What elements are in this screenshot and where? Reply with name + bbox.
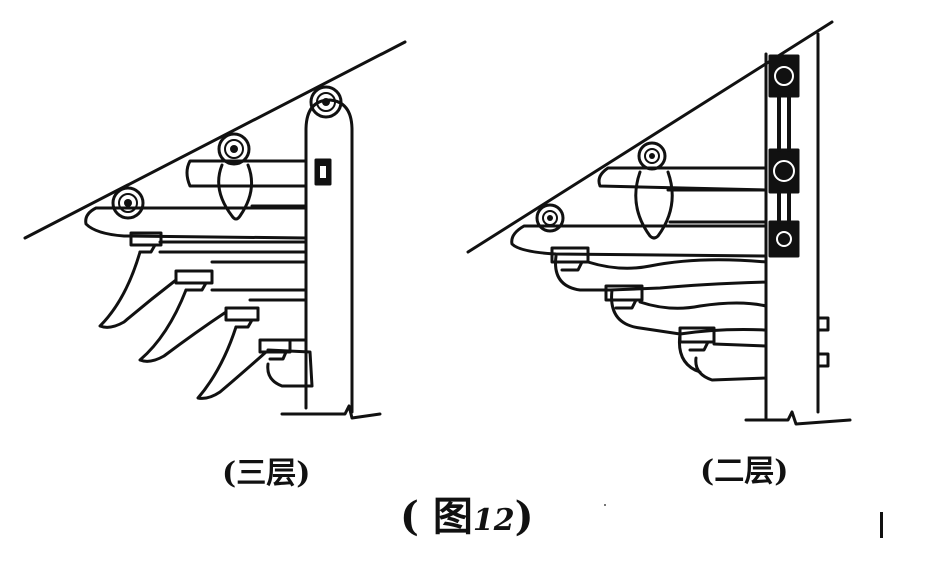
upper-strut-left	[217, 163, 254, 221]
mid-beam-top-left	[246, 184, 308, 208]
post-base-left	[280, 404, 382, 420]
figure-caption: ( 图12)	[400, 484, 534, 542]
two-tier-bracket	[466, 20, 852, 426]
figure-number: 12	[472, 503, 515, 538]
bracket-cap-3-left	[224, 306, 260, 322]
purlin-top-right	[637, 141, 667, 171]
caption-three-tier: (三层)	[222, 456, 311, 491]
roof-slope-left	[23, 40, 407, 240]
bracket-arm-2-left	[138, 288, 228, 363]
tier-beam-4-left	[266, 348, 314, 388]
main-beam-left	[84, 206, 308, 240]
tier-beam-2-left	[210, 260, 308, 292]
bracket-cap-2-left	[174, 269, 214, 285]
stepped-bracket-right	[554, 254, 702, 374]
figure-caption-prefix: ( 图	[400, 493, 473, 540]
purlin-top-left	[309, 85, 343, 119]
tier-beam-1-right	[586, 258, 768, 292]
bracket-arm-3-left	[196, 325, 268, 400]
main-beam-right	[510, 224, 768, 258]
stack-block-low	[768, 220, 800, 258]
mid-beam-right	[666, 188, 768, 224]
upper-beam-left	[185, 159, 308, 188]
tier-beam-3-right	[694, 342, 768, 382]
post-base-right	[744, 410, 852, 426]
bracket-arm-1-left	[98, 250, 178, 329]
caption-two-tier: (二层)	[700, 454, 789, 489]
peg-lower-right	[816, 352, 830, 368]
upper-strut-right	[634, 170, 674, 240]
figure-caption-suffix: )	[514, 493, 534, 540]
three-tier-bracket	[23, 40, 407, 420]
purlin-low-left	[111, 186, 145, 220]
upper-beam-right	[597, 166, 768, 192]
peg-upper-right	[816, 316, 830, 332]
stray-mark	[880, 512, 883, 538]
stray-dot	[604, 504, 606, 506]
tier-beam-2-right	[638, 300, 768, 336]
tier-beam-1-left	[158, 240, 308, 254]
purlin-mid-left	[217, 132, 251, 166]
post-left	[304, 98, 354, 414]
